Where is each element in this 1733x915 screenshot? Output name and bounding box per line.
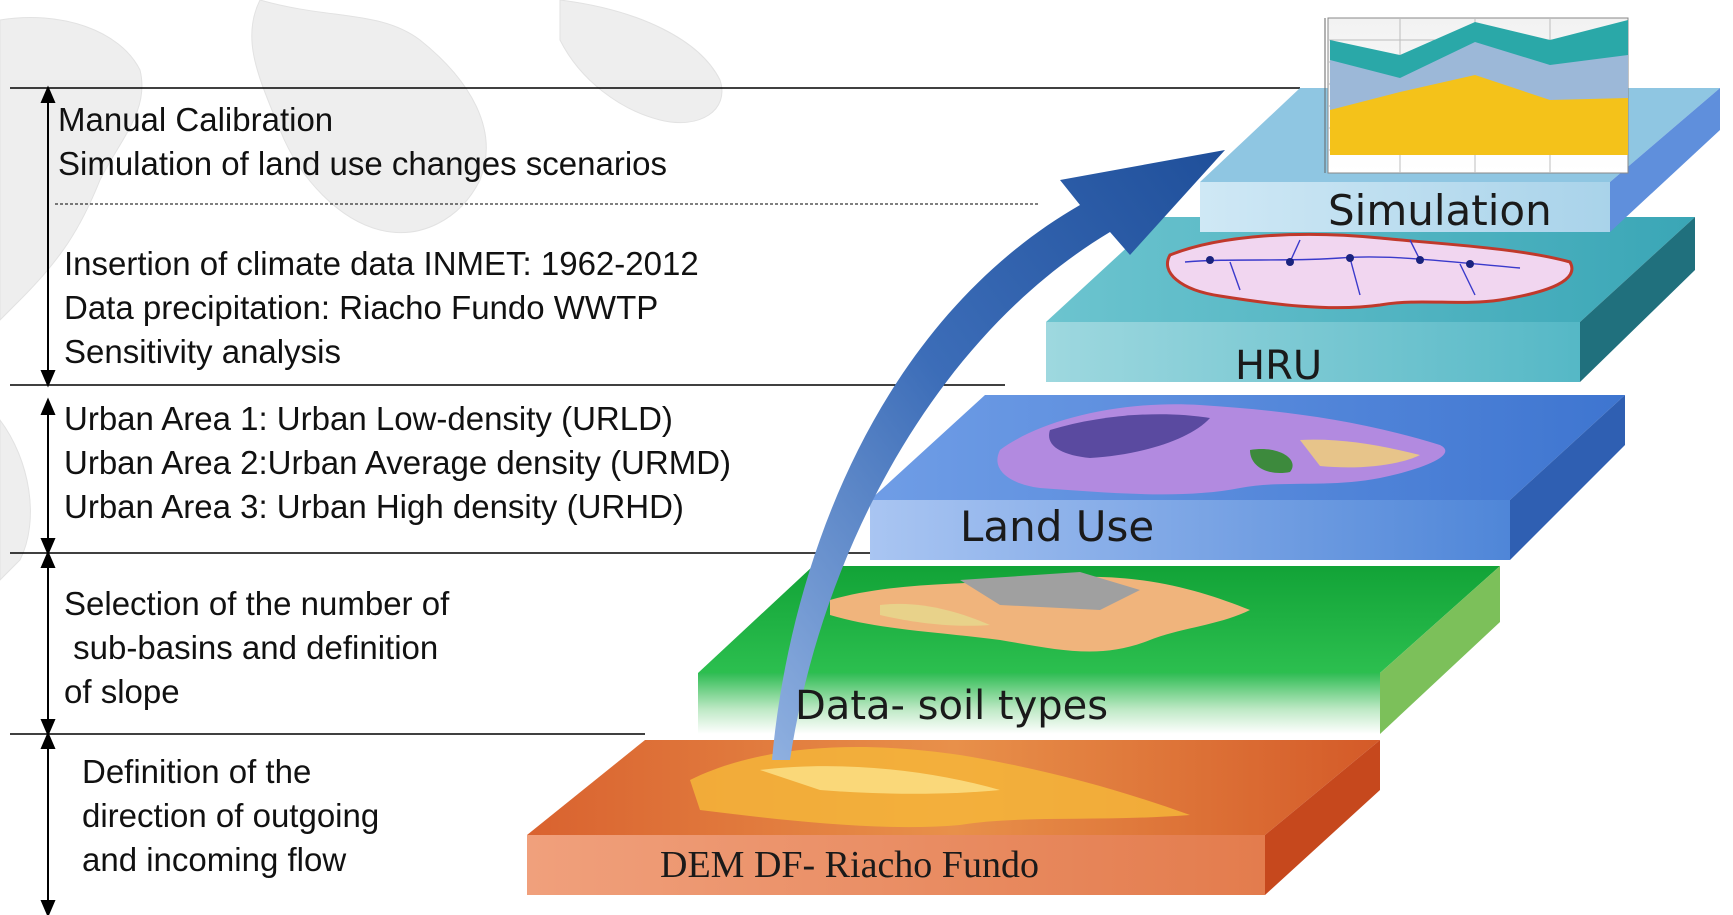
layer-dem — [527, 740, 1380, 895]
step-separators — [10, 87, 1300, 735]
step-flow-direction: Definition of the direction of outgoing … — [82, 750, 379, 882]
step-calibration-line-1: Manual Calibration — [58, 101, 334, 138]
layer-land-use — [870, 395, 1625, 560]
simulation-chart-icon — [1324, 17, 1629, 174]
step-sub-basins-line-1: Selection of the number of — [64, 585, 450, 622]
step-flow-direction-line-1: Definition of the — [82, 753, 312, 790]
step-arrows — [40, 85, 56, 915]
step-climate-data-line-3: Sensitivity analysis — [64, 333, 341, 370]
step-calibration: Manual Calibration Simulation of land us… — [58, 98, 667, 186]
step-climate-data: Insertion of climate data INMET: 1962-20… — [64, 242, 699, 374]
step-sub-basins: Selection of the number of sub-basins an… — [64, 582, 449, 714]
label-soil: Data- soil types — [795, 683, 1109, 729]
step-urban-areas: Urban Area 1: Urban Low-density (URLD) U… — [64, 397, 731, 529]
step-urban-areas-line-1: Urban Area 1: Urban Low-density (URLD) — [64, 400, 673, 437]
step-flow-direction-line-2: direction of outgoing — [82, 797, 380, 834]
workflow-arrow — [772, 150, 1225, 760]
step-urban-areas-line-2: Urban Area 2:Urban Average density (URMD… — [64, 444, 732, 481]
step-sub-basins-line-3: of slope — [64, 673, 180, 710]
label-land-use: Land Use — [960, 502, 1155, 551]
step-sub-basins-line-2: sub-basins and definition — [64, 629, 439, 666]
layer-soil — [698, 566, 1500, 734]
step-climate-data-line-2: Data precipitation: Riacho Fundo WWTP — [64, 289, 659, 326]
label-simulation: Simulation — [1328, 186, 1552, 235]
step-urban-areas-line-3: Urban Area 3: Urban High density (URHD) — [64, 488, 684, 525]
step-climate-data-line-1: Insertion of climate data INMET: 1962-20… — [64, 245, 699, 282]
step-calibration-line-2: Simulation of land use changes scenarios — [58, 145, 668, 182]
layer-hru — [1046, 217, 1695, 382]
label-hru: HRU — [1235, 343, 1323, 389]
label-dem: DEM DF- Riacho Fundo — [660, 844, 1039, 886]
background-map — [0, 0, 723, 581]
step-flow-direction-line-3: and incoming flow — [82, 841, 347, 878]
